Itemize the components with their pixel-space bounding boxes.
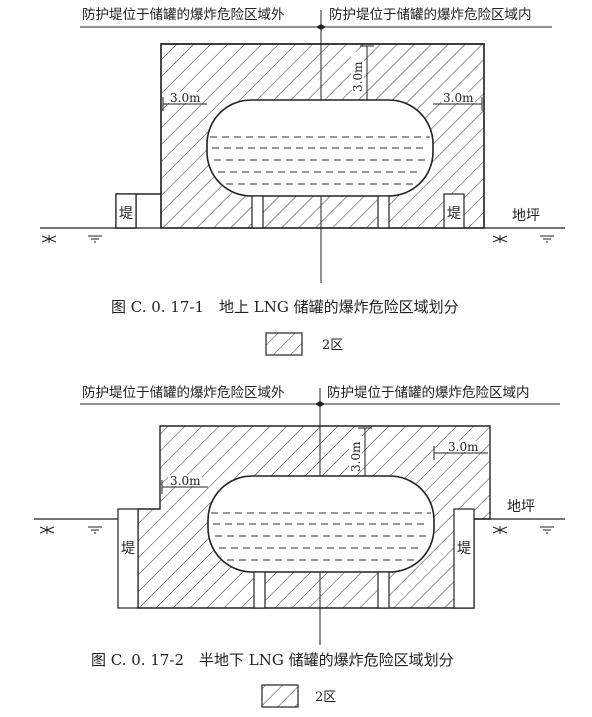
fig1-legend-swatch — [265, 332, 303, 356]
fig2-ground-symbols — [39, 526, 554, 534]
fig2-dike-left — [117, 508, 139, 609]
fig1-dim-top: 3.0m — [351, 61, 365, 92]
fig2-dim-right: 3.0m — [448, 440, 479, 454]
fig2-dike-right — [453, 508, 475, 609]
fig1-dike-left-label: 堤 — [119, 206, 133, 222]
fig2-legend-label: 2区 — [315, 690, 336, 705]
fig2-dike-left-label: 堤 — [121, 541, 135, 557]
figure-2: 防护堤位于储罐的爆炸危险区域外 防护堤位于储罐的爆炸危险区域内 堤 堤 3.0m — [34, 385, 565, 708]
fig2-label-outside: 防护堤位于储罐的爆炸危险区域外 — [82, 385, 285, 401]
fig2-support-left — [253, 571, 266, 609]
fig2-ground-label: 地坪 — [507, 499, 535, 515]
fig2-dike-right-label: 堤 — [457, 541, 471, 557]
fig2-center-arrows — [315, 401, 325, 407]
figure-1: 防护堤位于储罐的爆炸危险区域外 防护堤位于储罐的爆炸危险区域内 堤 堤 — [40, 7, 565, 356]
fig2-support-right — [377, 571, 390, 609]
fig1-liquid-lines — [210, 136, 430, 185]
fig2-liquid-lines — [211, 512, 431, 561]
fig1-ground-symbols — [41, 235, 554, 243]
fig1-dim-left: 3.0m — [170, 91, 201, 105]
fig1-center-arrows — [316, 24, 326, 30]
fig1-caption: 图 C. 0. 17-1 地上 LNG 储罐的爆炸危险区域划分 — [111, 298, 459, 316]
fig1-dike-right-label: 堤 — [447, 206, 461, 222]
fig1-label-outside: 防护堤位于储罐的爆炸危险区域外 — [82, 7, 285, 23]
fig2-label-inside: 防护堤位于储罐的爆炸危险区域内 — [327, 385, 530, 401]
fig2-legend-swatch — [261, 684, 299, 708]
fig1-legend-label: 2区 — [322, 338, 343, 353]
fig2-dim-left: 3.0m — [170, 474, 201, 488]
fig2-dim-top: 3.0m — [349, 441, 363, 472]
fig1-zone-outline — [160, 43, 485, 228]
fig1-support-right — [377, 195, 390, 229]
fig1-dim-right: 3.0m — [443, 91, 474, 105]
fig1-label-inside: 防护堤位于储罐的爆炸危险区域内 — [329, 7, 532, 23]
fig1-support-left — [251, 195, 264, 229]
fig1-ground-label: 地坪 — [512, 208, 540, 224]
fig2-caption: 图 C. 0. 17-2 半地下 LNG 储罐的爆炸危险区域划分 — [91, 651, 454, 669]
